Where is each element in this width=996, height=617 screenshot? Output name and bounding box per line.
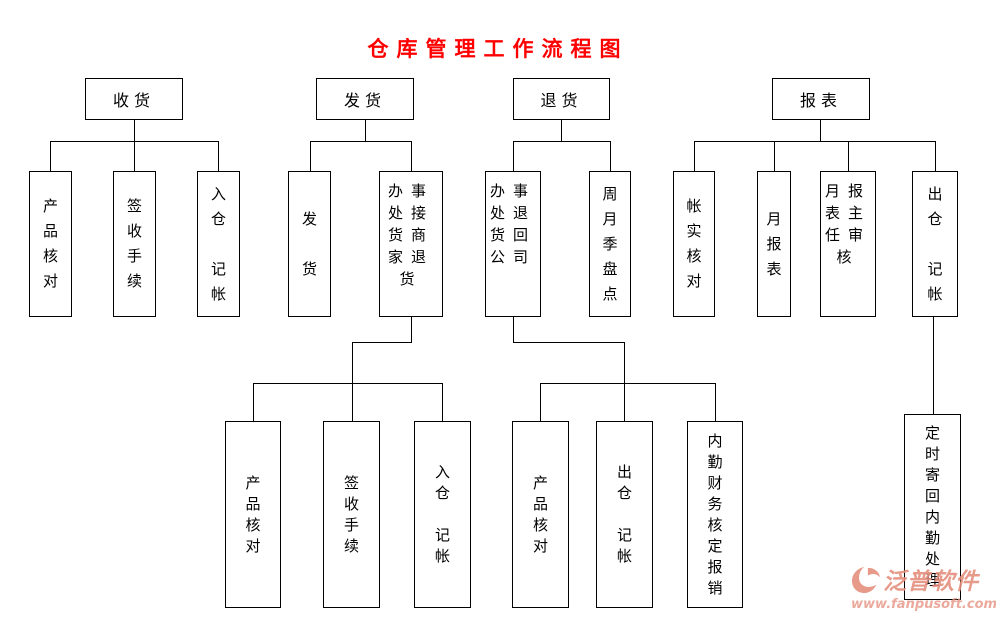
connector-line — [365, 120, 366, 141]
connector-line — [610, 141, 611, 171]
connector-line — [694, 141, 936, 142]
connector-line — [820, 120, 821, 141]
node-warehouse-out-bookkeeping-2: 出 仓 记 帐 — [596, 421, 653, 608]
connector-line — [411, 141, 412, 171]
node-book-physical-check: 帐 实 核 对 — [673, 171, 715, 317]
node-returns: 退货 — [513, 78, 610, 120]
fanpu-logo-icon — [851, 566, 881, 598]
connector-line — [352, 383, 353, 421]
node-periodic-stocktake: 周 月 季 盘 点 — [589, 171, 631, 317]
connector-line — [411, 317, 412, 343]
connector-line — [513, 141, 514, 171]
connector-line — [540, 383, 716, 384]
connector-line — [848, 141, 849, 171]
page-title: 仓库管理工作流程图 — [367, 37, 629, 61]
connector-line — [310, 141, 412, 142]
connector-line — [352, 342, 412, 343]
node-office-receive-merchant-return: 办事 处接 货商 家退 货 — [379, 171, 443, 317]
connector-line — [513, 317, 514, 343]
node-shipping: 发货 — [316, 78, 414, 120]
node-warehouse-in-bookkeeping: 入 仓 记 帐 — [197, 171, 240, 317]
node-signoff-procedure-2: 签 收 手 续 — [323, 421, 380, 608]
connector-line — [513, 342, 625, 343]
connector-line — [134, 141, 135, 171]
watermark: 泛普软件 www.fanpusoft.com — [851, 566, 996, 612]
node-receiving: 收货 — [85, 78, 183, 120]
connector-line — [253, 383, 443, 384]
connector-line — [253, 383, 254, 421]
connector-line — [774, 141, 775, 171]
connector-line — [50, 141, 51, 171]
node-reports: 报表 — [772, 78, 870, 120]
node-product-check-3: 产 品 核 对 — [512, 421, 569, 608]
watermark-brand: 泛普软件 — [883, 569, 979, 595]
connector-line — [218, 141, 219, 171]
connector-line — [694, 141, 695, 171]
connector-line — [561, 120, 562, 141]
node-report-director-review: 月报 表主 任审 核 — [820, 171, 876, 317]
node-signoff-procedure: 签 收 手 续 — [113, 171, 156, 317]
node-warehouse-out-bookkeeping: 出 仓 记 帐 — [912, 171, 958, 317]
connector-line — [540, 383, 541, 421]
connector-line — [933, 317, 934, 414]
connector-line — [513, 141, 611, 142]
connector-line — [442, 383, 443, 421]
node-ship-goods: 发 货 — [288, 171, 331, 317]
node-monthly-report: 月 报 表 — [757, 171, 791, 317]
connector-line — [352, 342, 353, 384]
connector-line — [310, 141, 311, 171]
node-product-check: 产 品 核 对 — [29, 171, 72, 317]
node-office-return-to-company: 办事 处退 货回 公司 — [485, 171, 541, 317]
connector-line — [715, 383, 716, 421]
connector-line — [624, 383, 625, 421]
node-warehouse-in-bookkeeping-2: 入 仓 记 帐 — [414, 421, 471, 608]
node-scheduled-return-internal-processing: 定 时 寄 回 内 勤 处 理 — [904, 414, 961, 600]
watermark-url: www.fanpusoft.com — [851, 597, 996, 612]
node-product-check-2: 产 品 核 对 — [225, 421, 281, 608]
connector-line — [935, 141, 936, 171]
connector-line — [134, 120, 135, 141]
connector-line — [624, 342, 625, 384]
node-internal-finance-verify-reimburse: 内 勤 财 务 核 定 报 销 — [687, 421, 743, 608]
